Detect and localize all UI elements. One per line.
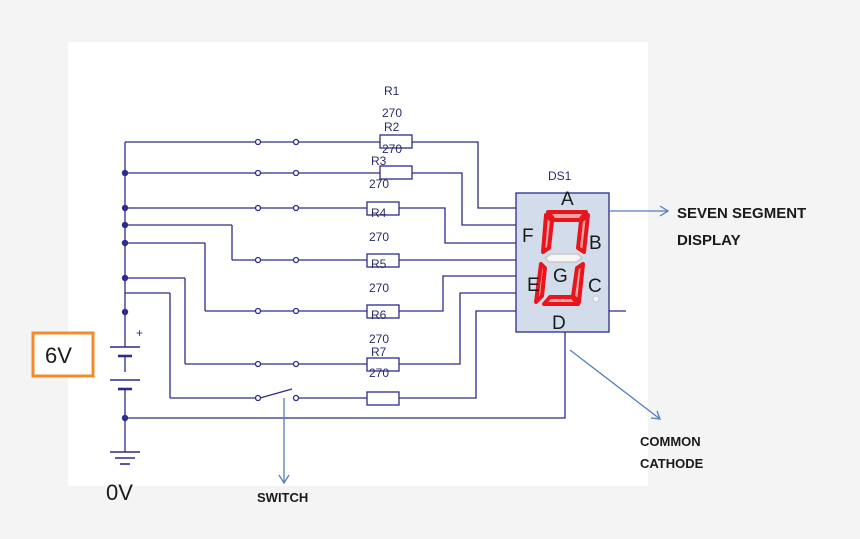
r4-value: 270 bbox=[369, 230, 389, 244]
resistor-r7 bbox=[366, 391, 400, 406]
switch-arrowhead bbox=[278, 474, 290, 485]
segment-b bbox=[576, 213, 590, 254]
segment-f bbox=[541, 213, 554, 254]
resistor-labels: R1 270 R2 270 R3 270 R4 270 R5 270 R6 27… bbox=[369, 84, 402, 380]
switch-label: SWITCH bbox=[257, 490, 308, 505]
label-f: F bbox=[522, 226, 534, 247]
ground-label: 0V bbox=[106, 480, 133, 505]
r2-ref: R2 bbox=[384, 120, 400, 134]
r1-ref: R1 bbox=[384, 84, 400, 98]
source-label-box bbox=[31, 331, 95, 378]
r5-ref: R5 bbox=[371, 257, 387, 271]
cathode-arrowhead bbox=[650, 410, 661, 420]
r7-value: 270 bbox=[369, 366, 389, 380]
decimal-point bbox=[592, 295, 600, 303]
label-d: D bbox=[552, 313, 566, 334]
junction-dots bbox=[121, 169, 129, 422]
segment-a bbox=[546, 210, 588, 222]
cathode-return bbox=[125, 332, 566, 419]
common-cathode-label-1: COMMON bbox=[640, 434, 701, 449]
segment-g bbox=[543, 253, 584, 263]
seven-segment-display: DS1 A B C D E F G bbox=[515, 169, 610, 334]
display-wires bbox=[399, 141, 516, 399]
r2-value: 270 bbox=[382, 142, 402, 156]
plus-sign: + bbox=[136, 326, 143, 340]
annotation-arrows bbox=[278, 205, 670, 485]
segment-e bbox=[534, 262, 547, 304]
r6-value: 270 bbox=[369, 332, 389, 346]
display-ref: DS1 bbox=[548, 169, 572, 183]
switches bbox=[254, 138, 300, 402]
label-a: A bbox=[561, 189, 574, 210]
source-label: 6V bbox=[45, 343, 72, 368]
battery: + bbox=[110, 326, 143, 418]
r3-value: 270 bbox=[369, 177, 389, 191]
ground-symbol bbox=[110, 418, 140, 465]
r7-ref: R7 bbox=[371, 345, 387, 359]
seven-segment-label-2: DISPLAY bbox=[677, 232, 741, 249]
common-cathode-label-2: CATHODE bbox=[640, 456, 704, 471]
cathode-arrow bbox=[569, 349, 661, 420]
seven-segment-label-1: SEVEN SEGMENT bbox=[677, 205, 806, 222]
seven-segment-arrowhead bbox=[659, 205, 670, 217]
r4-ref: R4 bbox=[371, 206, 387, 220]
r5-value: 270 bbox=[369, 281, 389, 295]
open-switch bbox=[254, 388, 300, 402]
label-c: C bbox=[588, 276, 602, 297]
mid-wires bbox=[298, 141, 380, 399]
label-g: G bbox=[553, 266, 568, 287]
branch-feeds bbox=[125, 172, 255, 399]
r1-value: 270 bbox=[382, 106, 402, 120]
label-b: B bbox=[589, 233, 602, 254]
segment-d bbox=[542, 295, 580, 306]
r6-ref: R6 bbox=[371, 308, 387, 322]
r3-ref: R3 bbox=[371, 154, 387, 168]
label-e: E bbox=[527, 275, 540, 296]
